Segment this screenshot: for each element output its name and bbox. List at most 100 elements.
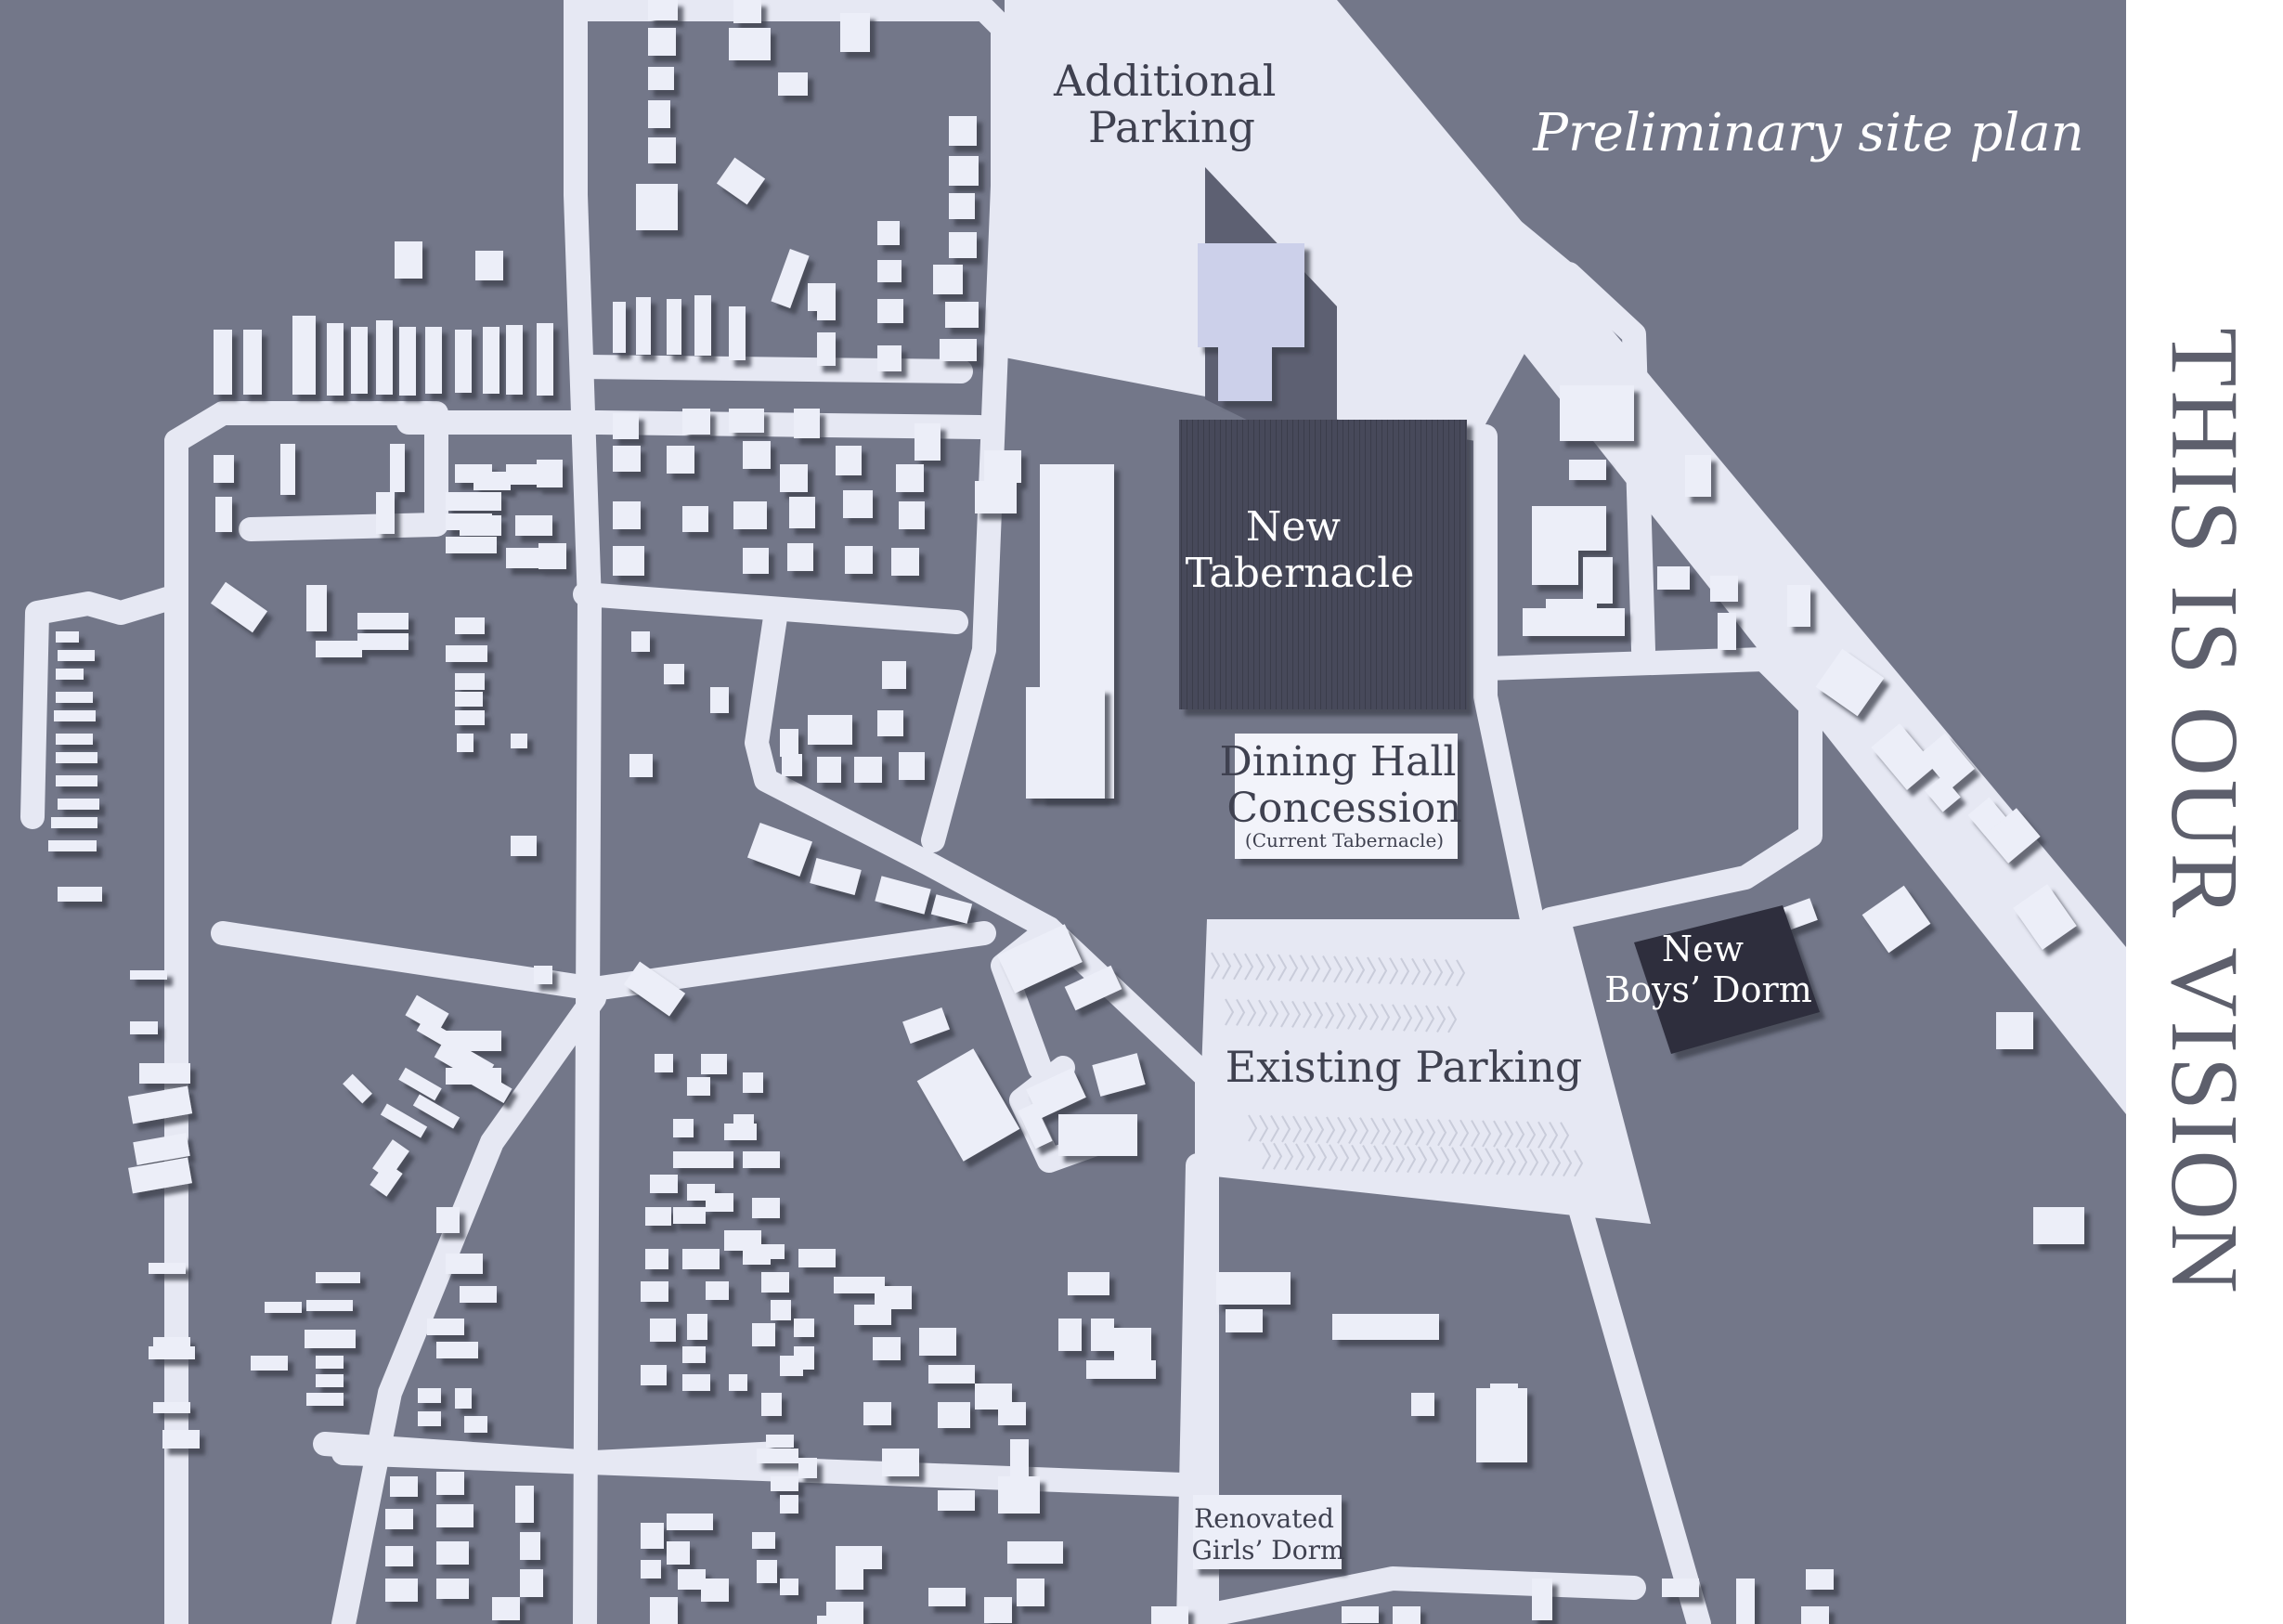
building-footprint <box>780 464 808 492</box>
building-footprint <box>808 715 852 745</box>
building-footprint <box>998 1476 1040 1514</box>
building-footprint <box>316 641 362 657</box>
building-footprint <box>673 1207 706 1224</box>
parking-stall <box>1258 999 1268 1027</box>
building-footprint <box>729 306 746 360</box>
building-footprint <box>446 1031 501 1051</box>
parking-stall <box>1563 1150 1573 1177</box>
building-footprint <box>1871 723 1936 790</box>
building-footprint <box>896 464 924 492</box>
parking-stall <box>1373 1145 1383 1173</box>
parking-stall <box>1518 1148 1528 1176</box>
building-footprint <box>733 0 761 23</box>
parking-stall <box>1236 998 1246 1026</box>
parking-stall <box>1403 1004 1413 1032</box>
parking-stall <box>1526 1121 1537 1149</box>
building-footprint <box>127 1085 193 1124</box>
parking-stall <box>1273 1142 1283 1170</box>
building-footprint <box>933 265 963 294</box>
building-footprint <box>58 650 95 661</box>
building-footprint <box>405 994 449 1034</box>
road <box>20 587 179 829</box>
building-footprint <box>1984 808 2041 864</box>
building-footprint <box>761 1393 782 1416</box>
building-footprint <box>162 1430 200 1449</box>
parking-stall <box>1407 1146 1417 1174</box>
building-footprint <box>641 1523 664 1549</box>
parking-stall <box>1414 1005 1424 1033</box>
parking-stall-markings <box>1211 952 1584 1177</box>
road <box>1473 647 1823 931</box>
parking-stall <box>1295 1143 1305 1171</box>
building-footprint <box>1332 1314 1439 1340</box>
building-footprint <box>771 1476 798 1491</box>
site-map: Additional Parking Preliminary site plan… <box>0 0 2126 1624</box>
building-footprint <box>395 241 422 279</box>
building-footprint <box>945 302 979 328</box>
building-footprint <box>687 1314 707 1340</box>
building-footprint <box>794 1319 814 1337</box>
parking-stall <box>1336 1002 1346 1030</box>
building-footprint <box>875 876 931 915</box>
building-footprint <box>743 1151 780 1168</box>
building-footprint <box>446 513 492 530</box>
parking-stall <box>1255 953 1265 981</box>
parking-stall <box>1247 999 1257 1027</box>
building-footprint <box>877 299 903 323</box>
building-footprint <box>292 316 316 395</box>
building-footprint <box>1569 460 1606 480</box>
building-footprint <box>613 302 626 353</box>
building-footprint <box>817 332 836 366</box>
parking-stall <box>1322 955 1332 983</box>
building-footprint <box>376 492 395 534</box>
building-footprint <box>265 1302 302 1313</box>
parking-stall <box>1411 957 1421 985</box>
building-footprint <box>506 548 548 568</box>
building-footprint <box>636 184 678 230</box>
building-footprint <box>798 1458 817 1478</box>
building-footprint <box>2033 1207 2084 1244</box>
building-footprint <box>641 1365 667 1385</box>
parking-stall <box>1369 1003 1380 1031</box>
side-heading: THIS IS OUR VISION <box>2126 0 2283 1624</box>
building-footprint <box>1532 506 1578 585</box>
building-footprint <box>1925 775 1961 812</box>
building-footprint <box>511 734 527 748</box>
building-footprint <box>1058 1319 1082 1351</box>
new-boys-dorm-building <box>1634 905 1820 1054</box>
building-footprint <box>724 1124 757 1140</box>
building-footprint <box>836 1546 882 1569</box>
parking-stall <box>1300 955 1310 982</box>
building-footprint <box>385 1579 418 1602</box>
parking-stall <box>1262 1142 1272 1170</box>
building-footprint <box>1560 385 1634 441</box>
parking-stall <box>1404 1118 1414 1146</box>
building-footprint <box>667 446 694 474</box>
building-footprint <box>306 1300 353 1311</box>
parking-stall <box>1381 1117 1392 1145</box>
building-footprint <box>385 1546 413 1566</box>
page-heading: THIS IS OUR VISION <box>2151 327 2258 1297</box>
parking-stall <box>1367 956 1377 984</box>
building-footprint <box>757 1449 798 1463</box>
tabernacle-entrance <box>1218 345 1272 401</box>
building-footprint <box>623 961 686 1017</box>
building-footprint <box>701 1054 727 1074</box>
building-footprint <box>133 1133 190 1165</box>
parking-stall <box>1549 1122 1559 1150</box>
building-footprint <box>682 1346 706 1363</box>
renovated-girls-dorm-label: Renovated Girls’ Dorm <box>1191 1503 1344 1566</box>
road <box>573 355 973 383</box>
building-footprint <box>1216 1272 1291 1305</box>
road <box>1557 262 1655 662</box>
building-footprint <box>436 1579 469 1599</box>
building-footprint <box>376 320 393 395</box>
building-footprint <box>149 1263 186 1274</box>
road <box>331 1441 1219 1498</box>
building-footprint <box>682 409 710 435</box>
building-footprint <box>729 1374 747 1391</box>
parking-stall <box>1270 1115 1280 1143</box>
building-footprint <box>891 548 919 576</box>
buildings <box>48 0 2084 1624</box>
building-footprint <box>58 799 99 810</box>
